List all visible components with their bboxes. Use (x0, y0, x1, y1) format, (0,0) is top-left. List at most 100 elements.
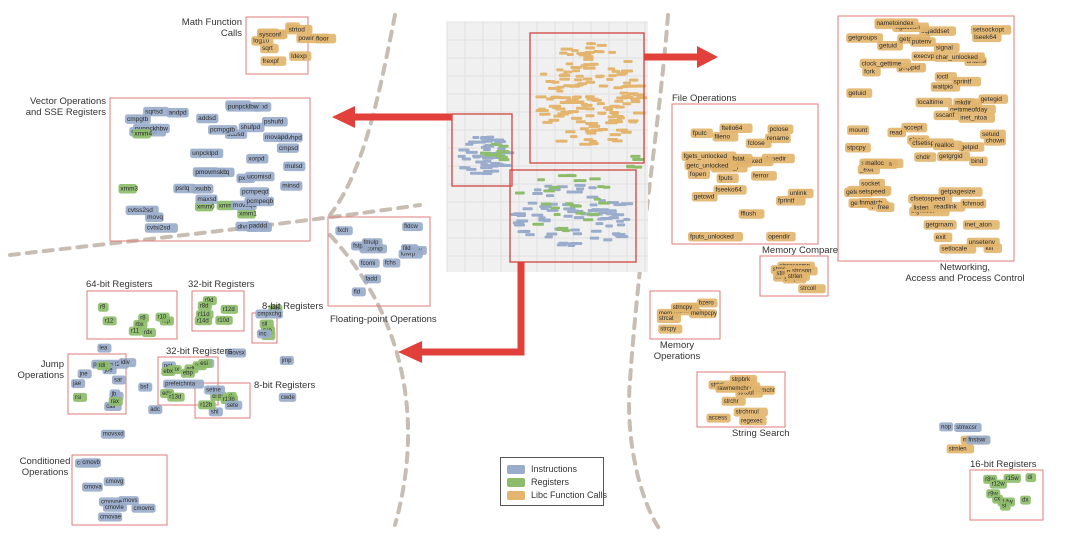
node-bg (77, 369, 92, 379)
node-label: getgrgid (939, 153, 963, 160)
node-bg (278, 392, 297, 402)
scatter-point (597, 111, 607, 115)
node-label: rawmemchr (717, 386, 748, 392)
node-bg (124, 114, 151, 124)
node-label: strtod (289, 26, 306, 33)
box-strsearch (696, 371, 786, 428)
box-jump (67, 353, 127, 415)
node-vector-13: cmpgtb (124, 114, 151, 124)
scatter-point (573, 216, 585, 220)
node-label: fchmod (962, 200, 984, 207)
caption-memory-operations: Memory Operations (653, 340, 701, 362)
node-reg64-5: r11 (128, 326, 143, 336)
node-bg (82, 482, 103, 492)
scatter-point (630, 84, 643, 88)
legend: Instructions Registers Libc Function Cal… (500, 457, 607, 506)
node-label: realloc (935, 142, 955, 149)
node-label: memchr (753, 388, 775, 394)
box-memcmp (759, 255, 829, 297)
node-label: fdivrp (401, 252, 416, 258)
scatter-point (602, 185, 611, 189)
scatter-point (585, 80, 595, 84)
node-label: maxsd (197, 196, 217, 203)
node-label: cmovg (106, 479, 124, 485)
box-32bit-b (157, 356, 219, 406)
node-label: clock_gettime (862, 60, 902, 67)
node-label: mkdir (955, 100, 972, 107)
scatter-point (539, 112, 551, 116)
scatter-point (566, 190, 580, 194)
node-math-8: floor (313, 33, 337, 44)
scatter-point (575, 74, 584, 78)
node-label: signal (936, 44, 954, 51)
node-bg (246, 220, 270, 231)
scatter-point (459, 166, 471, 170)
scatter-point (580, 64, 588, 68)
node-bg (220, 304, 239, 314)
node-bg (999, 501, 1011, 511)
overview-scatter-panel (447, 22, 648, 272)
node-bg (71, 379, 86, 389)
scatter-point (623, 217, 631, 221)
node-cond-3: cmovg (103, 477, 125, 487)
node-loose-4: nop (939, 422, 954, 432)
node-bg (939, 244, 977, 254)
node-label: access (708, 416, 727, 422)
scatter-point (558, 241, 569, 245)
scatter-point (603, 238, 613, 242)
scatter-point (538, 216, 546, 220)
node-vector-18: pmovmskb (193, 167, 227, 178)
node-net-15: fork (862, 66, 881, 77)
node-label: getegid (981, 96, 1003, 103)
node-label: r14d (197, 318, 209, 324)
node-bg (1020, 495, 1031, 505)
node-label: ucomisd (247, 173, 272, 180)
caption-memory-compare: Memory Compare (762, 245, 839, 256)
node-label: r13d (169, 395, 181, 401)
node-bg (256, 29, 287, 40)
scatter-point (582, 66, 596, 70)
node-bg (195, 194, 218, 204)
node-label: setlocale (941, 246, 967, 253)
node-net-49: readlink (932, 202, 966, 212)
node-net-25: getuid (877, 41, 903, 51)
node-label: cx (994, 497, 1000, 503)
node-reg64-3: r8 (138, 313, 149, 323)
node-file-14: fputs (716, 173, 739, 184)
scatter-point (555, 107, 566, 111)
node-bg (713, 185, 747, 195)
scatter-point (545, 79, 555, 83)
node-label: fopen (690, 171, 707, 178)
scatter-point (615, 128, 629, 132)
legend-swatch-registers (507, 478, 525, 487)
node-file-15: fflush (738, 209, 765, 219)
scatter-point (607, 115, 616, 119)
scatter-point (542, 120, 553, 124)
node-misc-11: jmp (279, 355, 294, 365)
node-bg (909, 37, 936, 47)
node-bg (155, 312, 170, 322)
node-label: regexec (741, 418, 762, 424)
node-reg32a-2: r8d (197, 301, 212, 311)
scatter-point (461, 157, 472, 161)
scatter-point (480, 135, 492, 139)
node-bg (946, 444, 975, 454)
scatter-point (496, 150, 510, 154)
node-bg (279, 355, 294, 365)
scatter-point (607, 67, 616, 71)
node-file-17: getc_unlocked (684, 160, 736, 171)
node-bg (98, 512, 123, 522)
node-label: char_unlocked (936, 54, 979, 61)
node-bg (125, 205, 159, 216)
scatter-point (533, 188, 542, 192)
node-file-22: ftello64 (719, 123, 753, 134)
node-label: rsi (75, 395, 81, 401)
scatter-point (616, 235, 629, 239)
node-cond-7: cmovns (131, 503, 156, 513)
box-vector (109, 97, 311, 242)
node-label: localtime (918, 99, 944, 106)
node-reg32a-1: r10d (215, 315, 233, 325)
scatter-point (569, 204, 582, 208)
label-cluster-memops: memsetmemmovememcpystrncpystrcpystrcatme… (656, 298, 718, 334)
